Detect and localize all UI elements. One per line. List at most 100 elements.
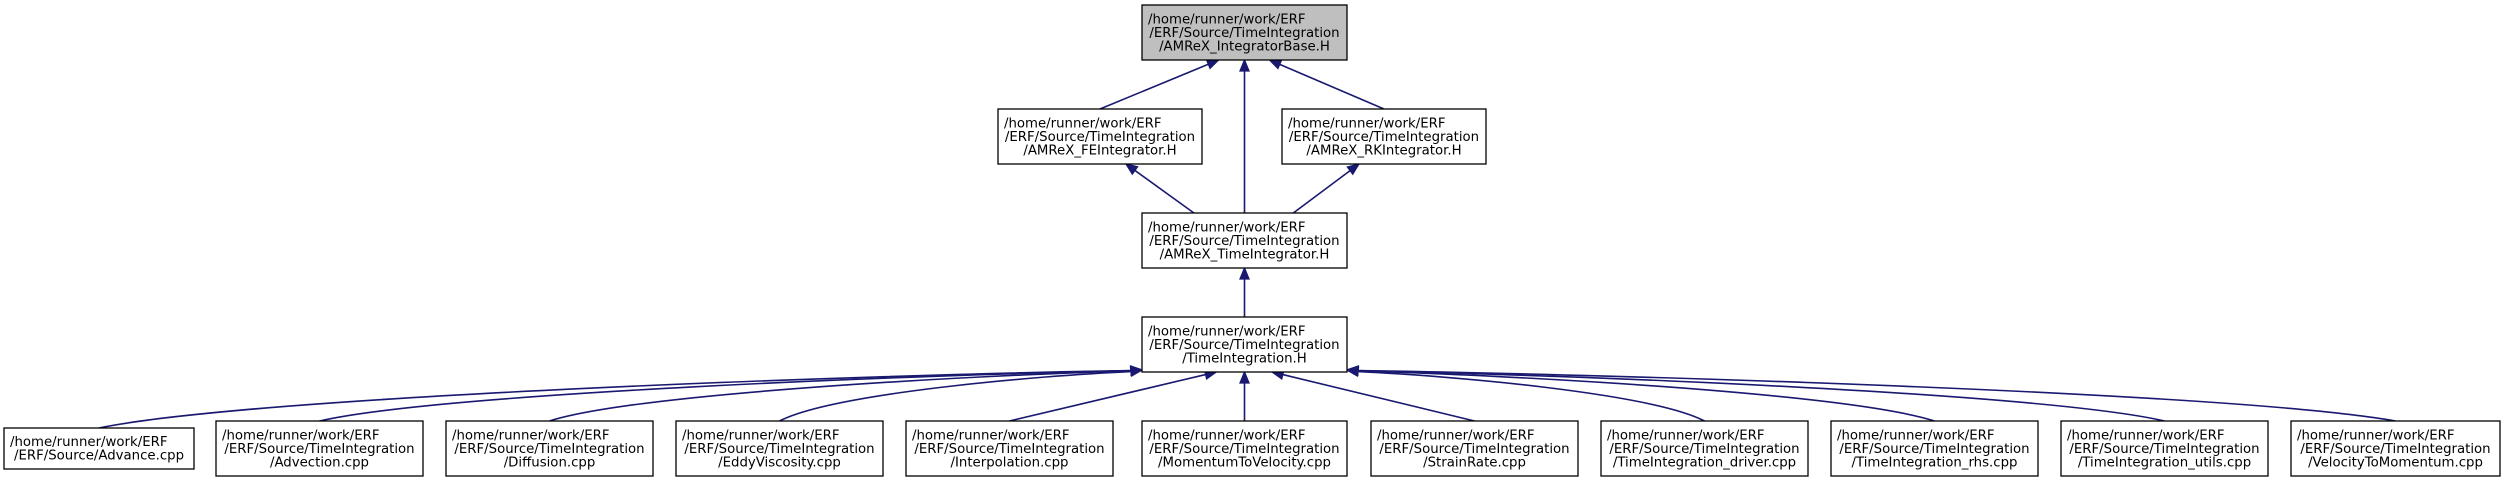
edge-diffusion-to-tih [549, 365, 1144, 422]
node-label-line: /TimeIntegration.H [1182, 351, 1307, 366]
node-label-line: /home/runner/work/ERF [912, 428, 1069, 443]
edge-line [1279, 63, 1385, 110]
edge-line [1357, 369, 2165, 422]
node-label-line: /home/runner/work/ERF [452, 428, 609, 443]
node-ti[interactable]: /home/runner/work/ERF/ERF/Source/TimeInt… [1141, 212, 1348, 269]
node-interp[interactable]: /home/runner/work/ERF/ERF/Source/TimeInt… [905, 420, 1114, 477]
node-box[interactable] [997, 108, 1203, 165]
node-label-line: /Advection.cpp [270, 455, 369, 470]
node-advection[interactable]: /home/runner/work/ERF/ERF/Source/TimeInt… [215, 420, 424, 477]
node-label-line: /home/runner/work/ERF [1148, 324, 1305, 339]
node-label-line: /home/runner/work/ERF [1288, 116, 1445, 131]
node-label-line: /ERF/Source/TimeIntegration [1005, 130, 1195, 145]
node-utils[interactable]: /home/runner/work/ERF/ERF/Source/TimeInt… [2060, 420, 2269, 477]
edge-line [1292, 169, 1351, 214]
arrowhead-icon [1345, 365, 1359, 377]
node-label-line: /home/runner/work/ERF [1004, 116, 1161, 131]
node-m2v[interactable]: /home/runner/work/ERF/ERF/Source/TimeInt… [1141, 420, 1348, 477]
arrowhead-icon [1239, 370, 1250, 384]
node-box[interactable] [675, 420, 884, 477]
node-label-line: /home/runner/work/ERF [682, 428, 839, 443]
node-label-line: /home/runner/work/ERF [1377, 428, 1534, 443]
edge-line [549, 370, 1132, 422]
node-tih[interactable]: /home/runner/work/ERF/ERF/Source/TimeInt… [1141, 316, 1348, 373]
node-box[interactable] [1141, 316, 1348, 373]
node-strain[interactable]: /home/runner/work/ERF/ERF/Source/TimeInt… [1370, 420, 1579, 477]
edge-eddy-to-tih [779, 366, 1144, 422]
node-label-line: /home/runner/work/ERF [1148, 428, 1305, 443]
node-label-line: /Interpolation.cpp [951, 455, 1069, 470]
edge-line [319, 369, 1132, 422]
node-box[interactable] [1281, 108, 1487, 165]
node-label-line: /ERF/Source/TimeIntegration [914, 442, 1104, 457]
edge-line [1357, 370, 1935, 422]
node-label-line: /ERF/Source/TimeIntegration [1149, 338, 1339, 353]
edge-line [1357, 369, 2396, 422]
node-driver[interactable]: /home/runner/work/ERF/ERF/Source/TimeInt… [1600, 420, 1809, 477]
node-label-line: /MomentumToVelocity.cpp [1158, 455, 1331, 470]
node-label-line: /home/runner/work/ERF [1607, 428, 1764, 443]
node-diffusion[interactable]: /home/runner/work/ERF/ERF/Source/TimeInt… [445, 420, 654, 477]
edge-ti-to-root [1239, 58, 1250, 213]
edge-tih-to-ti [1239, 266, 1250, 317]
node-box[interactable] [2060, 420, 2269, 477]
node-root[interactable]: /home/runner/work/ERF/ERF/Source/TimeInt… [1141, 4, 1348, 61]
node-label-line: /home/runner/work/ERF [222, 428, 379, 443]
node-label-line: /AMReX_TimeIntegrator.H [1160, 247, 1330, 262]
node-rk[interactable]: /home/runner/work/ERF/ERF/Source/TimeInt… [1281, 108, 1487, 165]
edge-ti-to-rk [1292, 162, 1361, 214]
node-label-line: /ERF/Source/TimeIntegration [1289, 130, 1479, 145]
node-label-line: /home/runner/work/ERF [1148, 12, 1305, 27]
node-box[interactable] [1830, 420, 2039, 477]
arrowhead-icon [1268, 59, 1283, 70]
arrowhead-icon [1239, 58, 1250, 72]
node-eddy[interactable]: /home/runner/work/ERF/ERF/Source/TimeInt… [675, 420, 884, 477]
node-box[interactable] [2290, 420, 2501, 477]
node-box[interactable] [1600, 420, 1809, 477]
node-label-line: /home/runner/work/ERF [1837, 428, 1994, 443]
node-label-line: /TimeIntegration_driver.cpp [1613, 455, 1796, 470]
arrowhead-icon [1124, 162, 1139, 176]
node-box[interactable] [1370, 420, 1579, 477]
node-box[interactable] [445, 420, 654, 477]
node-v2m[interactable]: /home/runner/work/ERF/ERF/Source/TimeInt… [2290, 420, 2501, 477]
node-label-line: /AMReX_IntegratorBase.H [1159, 39, 1330, 54]
node-rhs[interactable]: /home/runner/work/ERF/ERF/Source/TimeInt… [1830, 420, 2039, 477]
node-label-line: /ERF/Source/Advance.cpp [14, 449, 184, 464]
node-label-line: /ERF/Source/TimeIntegration [1149, 26, 1339, 41]
node-label-line: /home/runner/work/ERF [2067, 428, 2224, 443]
node-label-line: /Diffusion.cpp [504, 455, 596, 470]
node-label-line: /ERF/Source/TimeIntegration [2069, 442, 2259, 457]
arrowhead-icon [1205, 59, 1221, 70]
node-label-line: /ERF/Source/TimeIntegration [454, 442, 644, 457]
node-label-line: /StrainRate.cpp [1423, 455, 1526, 470]
edge-line [1099, 63, 1209, 110]
edge-line [98, 369, 1132, 429]
node-label-line: /ERF/Source/TimeIntegration [1149, 442, 1339, 457]
node-box[interactable] [1141, 4, 1348, 61]
edge-adv-to-tih [98, 365, 1144, 429]
edge-fe-to-root [1099, 59, 1221, 110]
node-label-line: /ERF/Source/TimeIntegration [224, 442, 414, 457]
node-label-line: /ERF/Source/TimeIntegration [2300, 442, 2490, 457]
edge-ti-to-fe [1124, 162, 1195, 214]
edge-line [1134, 169, 1195, 214]
nodes-layer: /home/runner/work/ERF/ERF/Source/TimeInt… [3, 4, 2501, 477]
node-label-line: /AMReX_RKIntegrator.H [1306, 143, 1461, 158]
node-box[interactable] [905, 420, 1114, 477]
edge-line [779, 370, 1132, 422]
node-box[interactable] [1141, 420, 1348, 477]
node-box[interactable] [3, 427, 195, 470]
node-box[interactable] [1141, 212, 1348, 269]
node-adv[interactable]: /home/runner/work/ERF/ERF/Source/Advance… [3, 427, 195, 470]
node-fe[interactable]: /home/runner/work/ERF/ERF/Source/TimeInt… [997, 108, 1203, 165]
arrowhead-icon [1129, 366, 1144, 378]
edge-v2m-to-tih [1345, 365, 2396, 422]
node-label-line: /TimeIntegration_rhs.cpp [1852, 455, 2018, 470]
node-label-line: /home/runner/work/ERF [2297, 428, 2454, 443]
edge-line [1357, 370, 1705, 422]
node-box[interactable] [215, 420, 424, 477]
arrowhead-icon [1346, 162, 1361, 176]
node-label-line: /ERF/Source/TimeIntegration [1149, 234, 1339, 249]
node-label-line: /home/runner/work/ERF [1148, 220, 1305, 235]
